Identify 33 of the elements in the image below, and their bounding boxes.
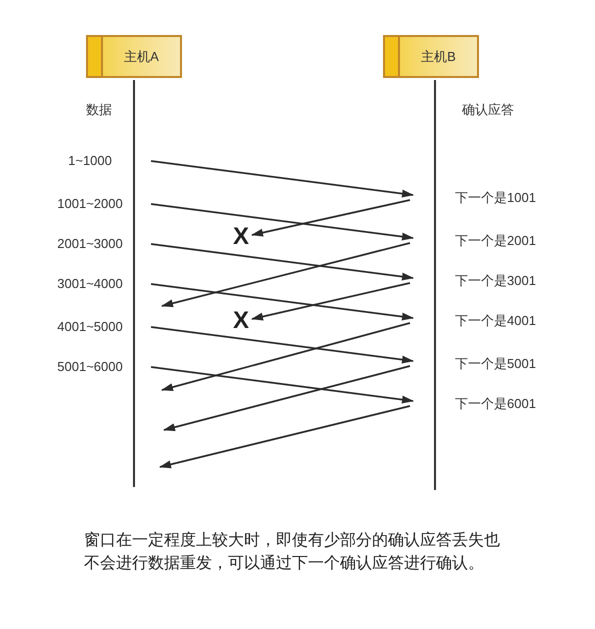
data-range-label: 4001~5000	[40, 319, 140, 335]
arrow	[150, 160, 414, 198]
data-range-label: 3001~4000	[40, 276, 140, 292]
host-box	[383, 35, 479, 78]
lost-mark: X	[233, 225, 249, 249]
arrow	[251, 282, 410, 320]
arrow	[150, 203, 414, 241]
host-label: 主机A	[124, 48, 159, 66]
data-range-label: 5001~6000	[40, 359, 140, 375]
ack-label: 下一个是1001	[455, 190, 536, 206]
arrow	[150, 243, 414, 281]
data-range-label: 1~1000	[40, 153, 140, 169]
host-label: 主机B	[421, 48, 456, 66]
ack-label: 下一个是5001	[455, 356, 536, 372]
ack-label: 下一个是3001	[455, 273, 536, 289]
arrow	[150, 366, 414, 404]
data-range-label: 1001~2000	[40, 196, 140, 212]
arrow	[163, 365, 410, 432]
arrow	[159, 405, 410, 468]
arrow	[150, 283, 414, 321]
ack-label: 下一个是2001	[455, 233, 536, 249]
arrow	[150, 326, 414, 364]
lost-mark: X	[233, 309, 249, 333]
caption: 窗口在一定程度上较大时，即使有少部分的确认应答丢失也不会进行数据重发，可以通过下一个确认应答进行确认。	[84, 530, 501, 574]
arrow	[161, 322, 410, 391]
host-box	[86, 35, 182, 78]
arrow	[161, 242, 410, 308]
ack-label: 下一个是4001	[455, 313, 536, 329]
column-heading: 数据	[86, 101, 112, 119]
ack-label: 下一个是6001	[455, 396, 536, 412]
column-heading: 确认应答	[462, 101, 514, 119]
data-range-label: 2001~3000	[40, 236, 140, 252]
arrow	[251, 199, 410, 237]
